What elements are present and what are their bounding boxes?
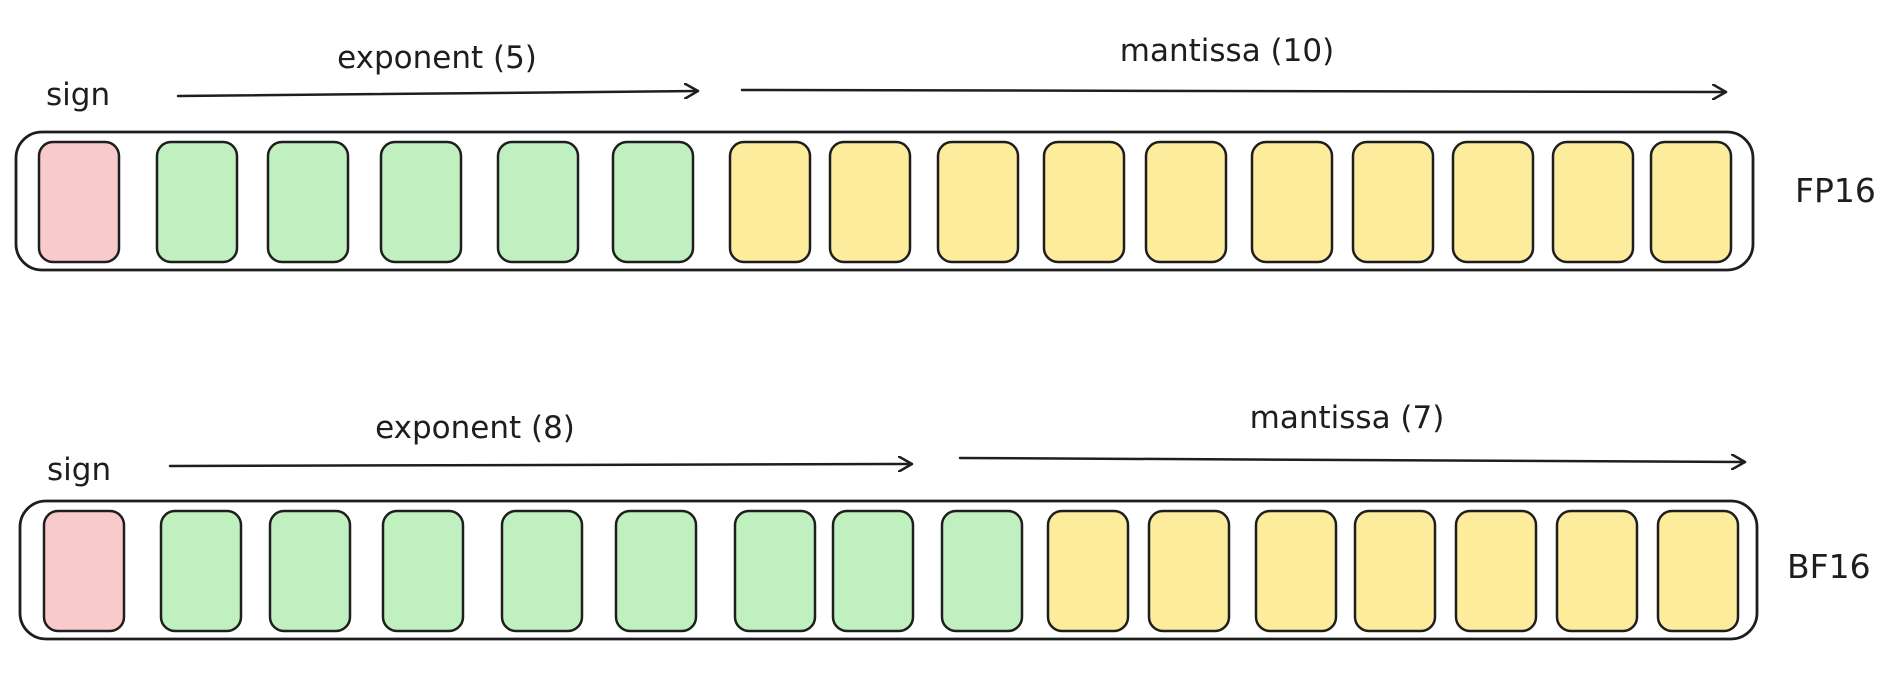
- bf16-mantissa-bit-15: [1656, 509, 1740, 633]
- fp16-row: sign exponent (5) mantissa (10) FP16: [14, 33, 1876, 272]
- fp16-mantissa-bit-6: [728, 140, 812, 264]
- fp16-format-label: FP16: [1795, 171, 1876, 210]
- bf16-mantissa-label: mantissa (7): [1250, 400, 1445, 436]
- bf16-exponent-bit-3: [381, 509, 465, 633]
- fp16-mantissa-bit-14: [1551, 140, 1635, 264]
- bf16-mantissa-bit-13: [1454, 509, 1538, 633]
- fp16-register: [14, 130, 1755, 272]
- fp16-mantissa-bit-10: [1144, 140, 1228, 264]
- fp16-exponent-label: exponent (5): [337, 40, 537, 76]
- fp16-mantissa-bit-13: [1451, 140, 1535, 264]
- fp16-mantissa-bit-11: [1250, 140, 1334, 264]
- bf16-mantissa-bit-14: [1555, 509, 1639, 633]
- bf16-mantissa-bit-11: [1254, 509, 1338, 633]
- fp16-exponent-arrow: [176, 91, 700, 96]
- bf16-exponent-bit-7: [831, 509, 915, 633]
- bf16-exponent-bit-2: [268, 509, 352, 633]
- bf16-mantissa-bit-10: [1147, 509, 1231, 633]
- fp16-mantissa-bit-8: [936, 140, 1020, 264]
- bf16-sign-label: sign: [47, 452, 111, 488]
- fp16-mantissa-bit-9: [1042, 140, 1126, 264]
- bf16-format-label: BF16: [1787, 547, 1871, 586]
- bf16-exponent-bit-6: [733, 509, 817, 633]
- bf16-bit-cells: [42, 509, 1740, 633]
- bf16-exponent-label: exponent (8): [375, 410, 575, 446]
- fp16-exponent-bit-2: [266, 140, 350, 264]
- fp16-mantissa-bit-7: [828, 140, 912, 264]
- fp16-mantissa-arrow: [740, 90, 1728, 92]
- fp16-sign-label: sign: [46, 77, 110, 113]
- fp16-bit-cells: [37, 140, 1733, 264]
- fp16-mantissa-bit-12: [1351, 140, 1435, 264]
- fp16-exponent-bit-1: [155, 140, 239, 264]
- bf16-exponent-bit-1: [159, 509, 243, 633]
- fp16-sign-bit-0: [37, 140, 121, 264]
- fp16-mantissa-label: mantissa (10): [1120, 33, 1334, 69]
- bf16-mantissa-arrow: [958, 458, 1747, 462]
- bf16-exponent-bit-5: [614, 509, 698, 633]
- fp16-mantissa-bit-15: [1649, 140, 1733, 264]
- fp16-exponent-bit-3: [379, 140, 463, 264]
- bf16-exponent-arrow: [168, 464, 914, 466]
- fp16-exponent-bit-5: [611, 140, 695, 264]
- bf16-mantissa-bit-9: [1046, 509, 1130, 633]
- bf16-row: sign exponent (8) mantissa (7) BF16: [18, 400, 1871, 641]
- fp16-exponent-bit-4: [496, 140, 580, 264]
- bf16-exponent-bit-8: [940, 509, 1024, 633]
- bf16-mantissa-bit-12: [1353, 509, 1437, 633]
- bf16-exponent-bit-4: [500, 509, 584, 633]
- bf16-sign-bit-0: [42, 509, 126, 633]
- bf16-register: [18, 499, 1759, 641]
